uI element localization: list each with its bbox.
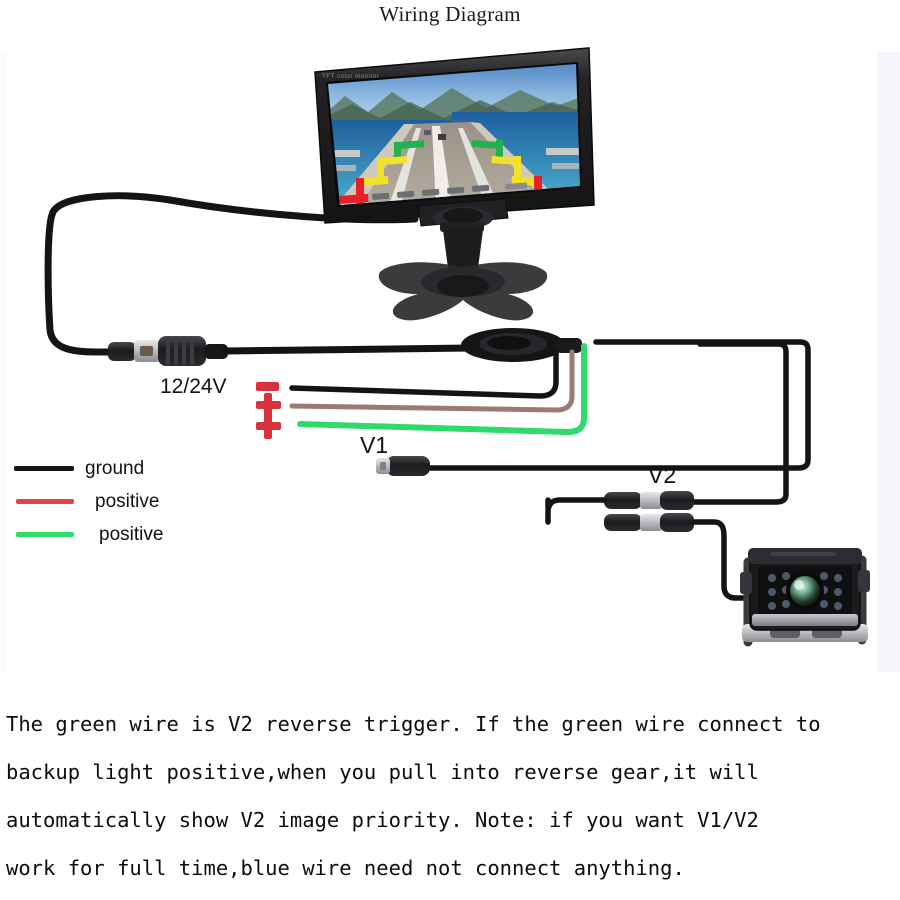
monitor-stand	[378, 198, 548, 321]
guide-lines-left	[338, 140, 425, 204]
wire-v1-video	[427, 339, 811, 471]
legend-swatch-black	[14, 466, 74, 471]
instruction-line-4: work for full time,blue wire need not co…	[6, 856, 685, 880]
wire-to-camera	[545, 517, 749, 601]
wire-color-legend: ground positive positive	[14, 452, 244, 551]
wire-polarity-markers	[256, 382, 281, 439]
instruction-line-1: The green wire is V2 reverse trigger. If…	[6, 712, 821, 736]
legend-item-positive-red: positive	[14, 485, 244, 518]
legend-item-ground: ground	[14, 452, 244, 485]
monitor-screen-image	[328, 64, 580, 205]
wire-camera-to-v2	[545, 497, 607, 523]
v2-label: V2	[648, 462, 677, 488]
legend-label-positive-red: positive	[95, 490, 160, 512]
wire-positive-green	[297, 343, 587, 435]
wire-positive-brown	[289, 349, 575, 413]
legend-swatch-green	[16, 532, 74, 537]
instruction-line-3: automatically show V2 image priority. No…	[6, 808, 759, 832]
plus-marker-green	[256, 414, 281, 439]
right-edge-band	[878, 52, 900, 672]
v2-connector-lower	[604, 513, 694, 532]
instruction-line-2: backup light positive,when you pull into…	[6, 760, 759, 784]
camera-lens	[790, 576, 820, 606]
legend-label-ground: ground	[85, 457, 145, 479]
monitor-power-cable	[44, 192, 419, 356]
v1-connector	[376, 456, 430, 476]
monitor-buttons	[372, 182, 528, 200]
v2-connector-upper	[604, 491, 694, 510]
legend-item-positive-green: positive	[14, 518, 244, 551]
cable-connector-to-splitter	[222, 344, 474, 355]
page-title: Wiring Diagram	[379, 2, 521, 26]
voltage-label: 12/24V	[160, 375, 227, 398]
wire-v2-video	[687, 341, 789, 505]
minus-marker	[256, 382, 279, 391]
monitor-bezel-text: TFT color monitor	[322, 74, 379, 80]
instruction-paragraph: The green wire is V2 reverse trigger. If…	[6, 700, 898, 892]
wire-ground-black	[289, 347, 559, 399]
wiring-diagram-illustration: TFT color monitor	[44, 47, 870, 647]
legend-swatch-red	[16, 499, 74, 504]
legend-label-positive-green: positive	[99, 523, 164, 545]
wire-splitter	[461, 328, 582, 362]
tft-monitor: TFT color monitor	[314, 47, 595, 321]
backup-camera	[740, 548, 870, 647]
power-barrel-connector	[108, 336, 228, 366]
plus-marker-brown	[256, 393, 281, 418]
v1-label: V1	[360, 432, 389, 458]
left-edge-band	[0, 52, 6, 672]
